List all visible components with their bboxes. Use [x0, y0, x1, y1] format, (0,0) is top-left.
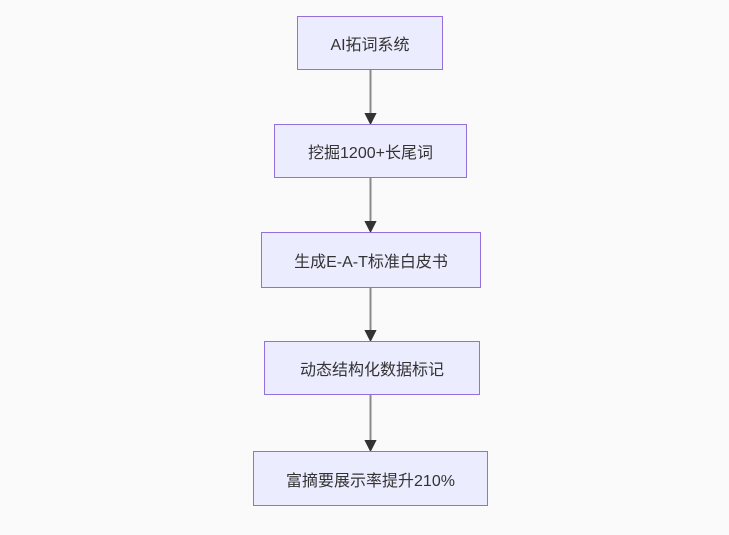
flow-node-label: 挖掘1200+长尾词	[308, 145, 433, 162]
flow-arrow-1-to-2	[364, 70, 377, 126]
flow-node-ai-word-expansion: AI拓词系统	[297, 16, 443, 70]
flow-arrow-3-to-4	[364, 288, 377, 343]
flow-node-longtail-mining: 挖掘1200+长尾词	[274, 124, 467, 178]
flow-arrow-2-to-3	[364, 178, 377, 234]
flow-node-label: 生成E-A-T标准白皮书	[294, 254, 448, 271]
flow-arrow-4-to-5	[364, 395, 377, 453]
flow-node-eat-whitepaper: 生成E-A-T标准白皮书	[261, 232, 481, 288]
flow-node-rich-snippet-uplift: 富摘要展示率提升210%	[253, 451, 488, 506]
flow-node-label: 动态结构化数据标记	[299, 362, 444, 379]
flow-node-label: 富摘要展示率提升210%	[286, 472, 455, 490]
flow-node-label: AI拓词系统	[330, 37, 410, 54]
flow-node-structured-data-markup: 动态结构化数据标记	[264, 341, 480, 395]
